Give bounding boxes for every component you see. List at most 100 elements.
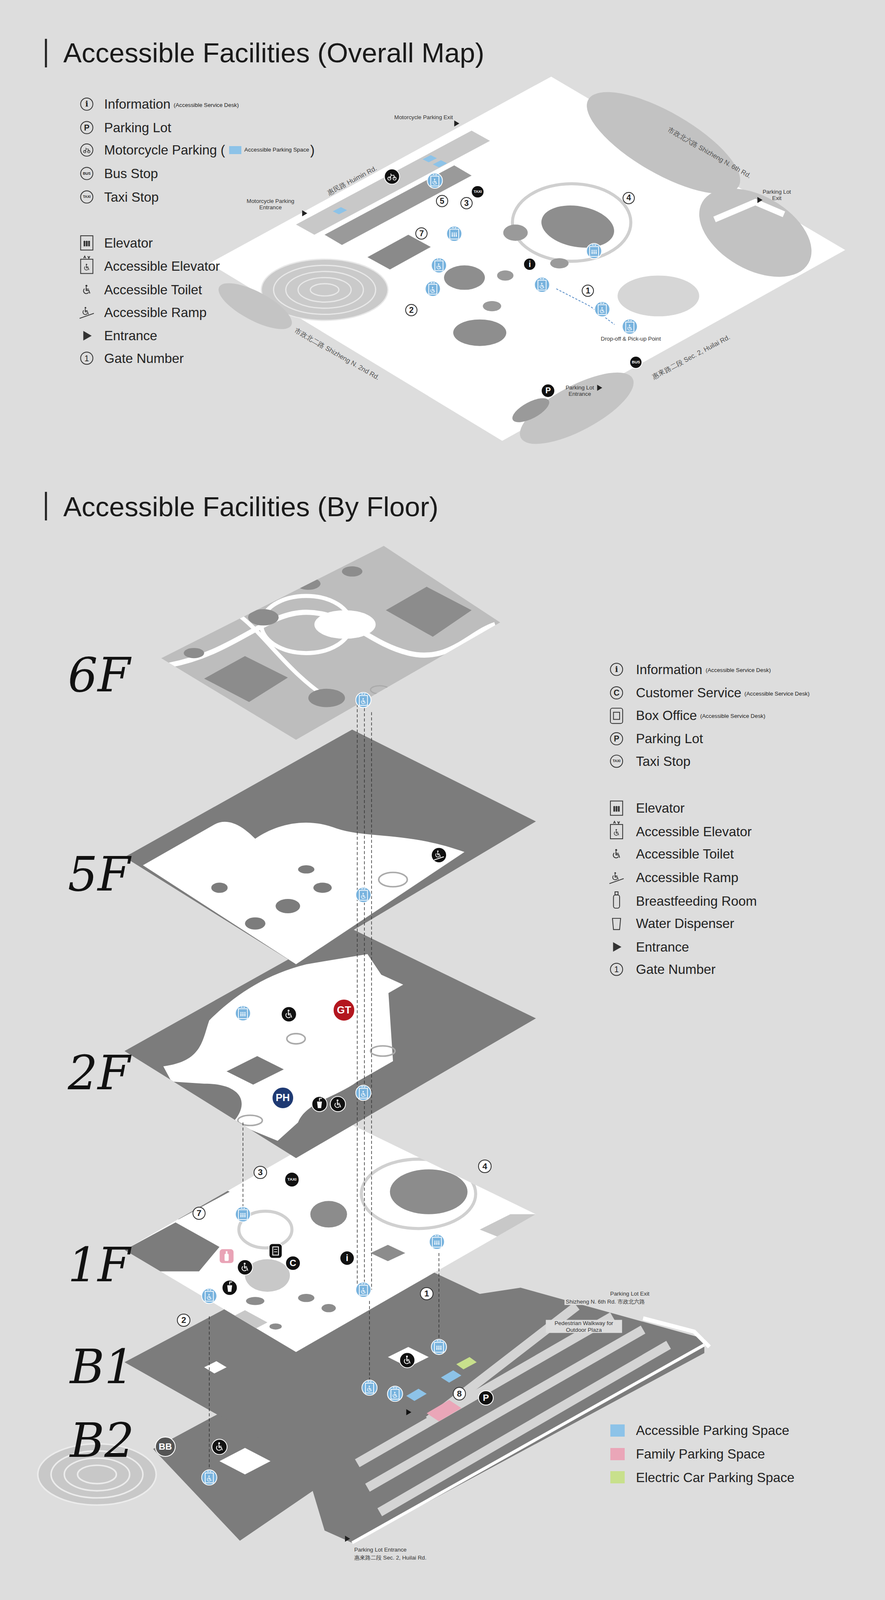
marker-text: 7: [196, 1209, 202, 1219]
venue-marker: GT: [332, 999, 356, 1022]
marker-text: 7: [419, 229, 424, 238]
venue-marker: BB: [155, 1437, 176, 1458]
legend-text: Accessible Elevator: [636, 824, 752, 840]
marker-text: C: [289, 1259, 297, 1269]
legend-text: Elevator: [104, 235, 153, 251]
map-label: i: [85, 99, 89, 109]
map-label: i: [614, 665, 618, 675]
legend-text: Accessible Ramp: [104, 304, 207, 320]
map-label: 2F: [67, 1046, 131, 1101]
map-label: Motorcycle Parking Exit: [393, 114, 455, 121]
map-label: Motorcycle Parking Entrance: [236, 197, 305, 211]
marker-text: BUS: [631, 360, 640, 365]
legend-text: Bus Stop: [104, 165, 158, 182]
floor-1f: [124, 1122, 537, 1353]
marker-text: 4: [626, 193, 631, 202]
legend-text: Motorcycle Parking (: [104, 142, 225, 158]
legend-swatch: [229, 146, 242, 155]
marker-text: i: [345, 1253, 349, 1264]
legend-swatch: [610, 1471, 625, 1484]
legend-swatch: [610, 1425, 625, 1438]
map-label: (Accessible Service Desk): [700, 713, 766, 720]
legend-text: Gate Number: [104, 350, 184, 366]
floor-5f: [124, 729, 537, 965]
legend-text: Breastfeeding Room: [636, 893, 757, 910]
marker-text: 3: [257, 1168, 263, 1178]
marker-text: BB: [158, 1442, 172, 1452]
venue-marker: PH: [271, 1087, 295, 1110]
legend-text: Water Dispenser: [636, 916, 735, 932]
service-marker: BUS: [629, 355, 643, 370]
legend-text: Parking Lot: [104, 120, 172, 136]
marker-text: 5: [439, 197, 445, 206]
map-label: TAXI: [82, 195, 91, 199]
map-label: (Accessible Service Desk): [705, 667, 771, 674]
marker-text: GT: [336, 1005, 352, 1016]
legend-text: Accessible Elevator: [104, 258, 220, 274]
map-label: 惠來路二段 Sec. 2, Huilai Rd.: [354, 1555, 427, 1562]
map-label: 1: [614, 965, 619, 975]
marker-text: 1: [424, 1289, 429, 1299]
service-marker: C: [285, 1256, 301, 1272]
legend-text: Taxi Stop: [104, 189, 159, 205]
service-marker: P: [478, 1390, 494, 1407]
map-label: (Accessible Service Desk): [173, 101, 239, 109]
marker-text: TAXI: [287, 1177, 297, 1182]
legend-text: Customer Service: [636, 685, 742, 701]
map-label: P: [84, 122, 90, 133]
marker-text: PH: [275, 1093, 290, 1104]
map-label: 5F: [67, 847, 131, 902]
floor-2f: [124, 926, 537, 1159]
gate-number: 5: [435, 195, 449, 208]
gate-number: 3: [253, 1166, 268, 1180]
map-label: 1F: [67, 1238, 131, 1293]
map-label: B1: [69, 1340, 135, 1395]
map-label: (Accessible Service Desk): [744, 690, 810, 698]
legend-text: Information: [636, 662, 703, 678]
site-overall: [209, 72, 846, 458]
marker-text: 2: [181, 1316, 186, 1326]
gate-number: 7: [192, 1207, 206, 1221]
map-label: Parking Lot Exit: [757, 188, 797, 202]
marker-text: 3: [464, 199, 469, 208]
service-marker: TAXI: [470, 185, 485, 199]
legend-text: Accessible Toilet: [636, 846, 734, 862]
legend-text: Information: [104, 96, 171, 112]
legend-text: Entrance: [636, 939, 690, 955]
marker-text: 8: [457, 1390, 462, 1399]
legend-text: Box Office: [636, 708, 698, 724]
legend-swatch: [610, 1448, 625, 1461]
gate-number: 4: [478, 1160, 492, 1174]
map-label: B2: [69, 1414, 135, 1469]
legend-text: Parking Lot: [636, 731, 704, 747]
map-label: BUS: [82, 171, 91, 176]
gate-number: 2: [176, 1314, 191, 1328]
map-label: Parking Lot Exit: [609, 1291, 651, 1298]
map-label: ): [310, 142, 315, 158]
legend-text: Accessible Parking Space: [636, 1423, 790, 1439]
marker-text: i: [528, 260, 531, 269]
marker-text: TAXI: [473, 189, 482, 194]
map-label: C: [613, 688, 620, 698]
marker-text: 2: [409, 306, 414, 315]
map-label: Pedestrian Walkway for Outdoor Plaza: [545, 1320, 622, 1334]
legend-text: Accessible Toilet: [104, 282, 202, 298]
map-label: P: [613, 734, 620, 744]
map-label: Parking Lot Entrance: [354, 1547, 407, 1554]
legend-text: Electric Car Parking Space: [636, 1470, 795, 1486]
marker-text: 4: [482, 1162, 487, 1172]
page-title: Accessible Facilities (Overall Map): [63, 37, 485, 69]
legend-text: Family Parking Space: [636, 1446, 765, 1463]
legend-text: Entrance: [104, 328, 158, 344]
marker-text: P: [545, 386, 551, 395]
service-marker: TAXI: [284, 1172, 300, 1188]
gate-number: 3: [460, 197, 473, 210]
marker-text: 1: [585, 286, 591, 295]
map-label: 6F: [67, 648, 131, 703]
map-label: Accessible Facilities (By Floor): [63, 491, 439, 524]
gate-number: 8: [452, 1387, 467, 1402]
map-label: Drop-off & Pick-up Point: [600, 335, 661, 343]
legend-text: Taxi Stop: [636, 753, 691, 770]
floor-6f: [161, 546, 501, 750]
